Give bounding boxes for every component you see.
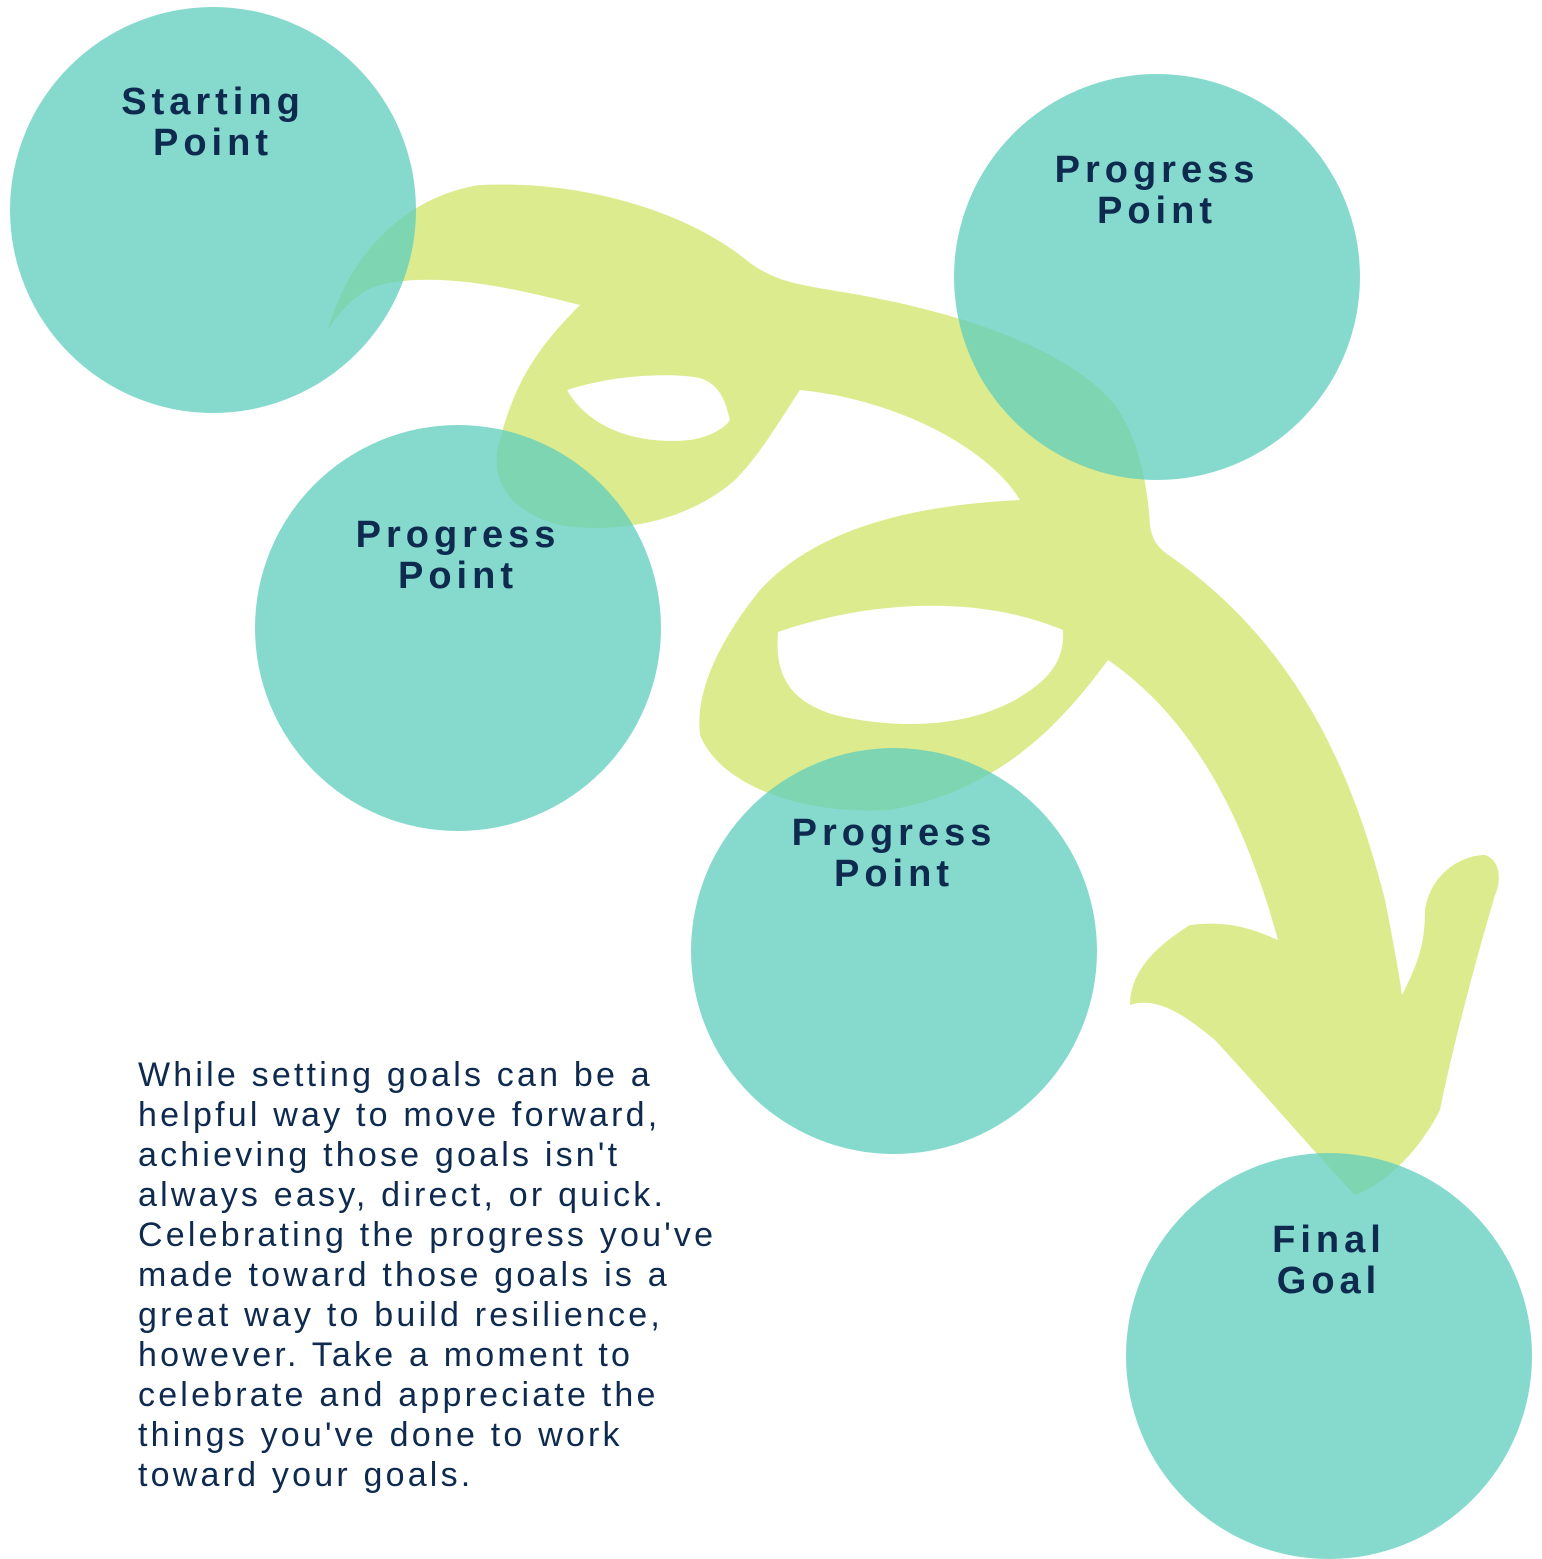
label-starting-point: Starting Point (121, 81, 305, 164)
label-progress-point-1: Progress Point (355, 514, 561, 597)
label-final-goal: Final Goal (1272, 1219, 1386, 1302)
label-progress-point-2: Progress Point (1054, 149, 1260, 232)
node-circle-progress-1 (255, 425, 661, 831)
node-circle-progress-2 (954, 74, 1360, 480)
node-circle-start (10, 7, 416, 413)
intro-paragraph: While setting goals can be a helpful way… (138, 1056, 717, 1494)
node-circle-final (1126, 1153, 1532, 1559)
node-circle-progress-3 (691, 748, 1097, 1154)
winding-arrow-shape (328, 184, 1499, 1195)
label-progress-point-3: Progress Point (791, 812, 997, 895)
